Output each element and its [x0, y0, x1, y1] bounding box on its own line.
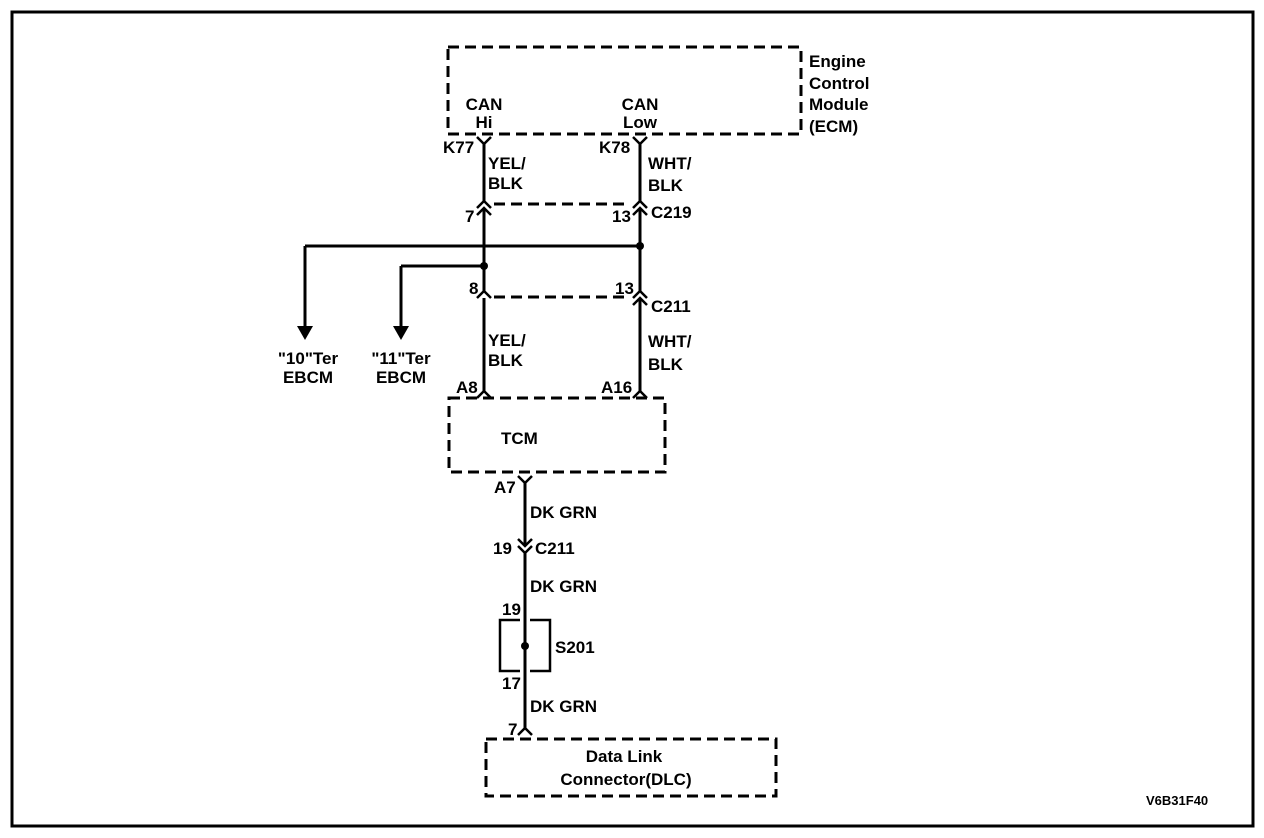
- dlc-terminal: [517, 726, 533, 736]
- wire-label-dk-grn-2: DK GRN: [530, 577, 597, 596]
- tcm-terminal-a16: [632, 389, 648, 399]
- ecm-box: [446, 45, 803, 136]
- c211-bottom-label: C211: [535, 539, 575, 558]
- ecm-module: Engine Control Module (ECM) CAN Hi CAN L…: [443, 45, 869, 157]
- ebcm-11-label-2: EBCM: [376, 368, 426, 387]
- c219-pin-right: 13: [612, 207, 631, 226]
- c219-terminal-right-inner: [632, 206, 648, 216]
- wire-label-wht-blk-top-2: BLK: [648, 176, 684, 195]
- tcm-terminal-a7: [517, 475, 533, 485]
- ebcm-branches: "10"Ter EBCM "11"Ter EBCM: [278, 242, 644, 387]
- splice-s201: 19 17 S201: [498, 600, 595, 693]
- splice-dot-hi: [480, 262, 488, 270]
- c211-bottom-terminal-inner: [517, 545, 533, 555]
- dlc-name-line-2: Connector(DLC): [560, 770, 691, 789]
- wire-label-wht-blk-top-1: WHT/: [648, 154, 692, 173]
- tcm-terminal-a8: [476, 389, 492, 399]
- c219-label: C219: [651, 203, 692, 222]
- ecm-name-line-1: Engine: [809, 52, 866, 71]
- c211-top-terminal-left: [476, 289, 492, 299]
- s201-pin-bottom: 17: [502, 674, 521, 693]
- s201-bracket: [498, 618, 552, 673]
- c219-terminal-left-inner: [476, 206, 492, 216]
- dlc-box: [484, 737, 778, 798]
- tcm-label: TCM: [501, 429, 538, 448]
- c211-bottom-pin: 19: [493, 539, 512, 558]
- c219-terminal-right: [632, 199, 648, 209]
- ecm-terminal-low: [632, 136, 648, 146]
- c211-top-label: C211: [651, 297, 691, 316]
- can-low-wire: WHT/ BLK WHT/ BLK: [638, 144, 692, 391]
- ebcm-11-label-1: "11"Ter: [371, 349, 431, 368]
- splice-dot-low: [636, 242, 644, 250]
- c211-top-terminal-right: [632, 289, 648, 299]
- diagram-border: [10, 10, 1255, 828]
- wire-label-yel-blk-bottom-1: YEL/: [488, 331, 526, 350]
- ebcm-10-label-1: "10"Ter: [278, 349, 339, 368]
- dk-grn-wire: DK GRN DK GRN DK GRN: [523, 483, 597, 728]
- tcm-pin-a8: A8: [456, 378, 478, 397]
- ecm-terminal-hi: [476, 136, 492, 146]
- tcm-pin-a16: A16: [601, 378, 632, 397]
- figure-id: V6B31F40: [1146, 793, 1208, 808]
- wire-label-yel-blk-top-2: BLK: [488, 174, 524, 193]
- s201-label: S201: [555, 638, 595, 657]
- ecm-can-hi-line-2: Hi: [476, 113, 493, 132]
- ebcm-10-label-2: EBCM: [283, 368, 333, 387]
- dlc-connector: 7 Data Link Connector(DLC): [484, 720, 778, 798]
- ecm-pin-k77: K77: [443, 138, 474, 157]
- wire-label-yel-blk-top-1: YEL/: [488, 154, 526, 173]
- dlc-pin: 7: [508, 720, 517, 739]
- connector-c211-bottom: 19 C211: [493, 538, 575, 558]
- ecm-pin-k78: K78: [599, 138, 630, 157]
- c219-terminal-left: [476, 199, 492, 209]
- tcm-pin-a7: A7: [494, 478, 516, 497]
- wire-label-yel-blk-bottom-2: BLK: [488, 351, 524, 370]
- ebcm-10-arrow: [297, 326, 313, 340]
- c219-pin-left: 7: [465, 207, 474, 226]
- ecm-can-low-line-1: CAN: [622, 95, 659, 114]
- ebcm-11-arrow: [393, 326, 409, 340]
- ecm-can-hi-line-1: CAN: [466, 95, 503, 114]
- c211-top-pin-right: 13: [615, 279, 634, 298]
- dlc-name-line-1: Data Link: [586, 747, 663, 766]
- s201-pin-top: 19: [502, 600, 521, 619]
- connector-c219: 7 13 C219: [465, 199, 692, 226]
- ecm-can-low-line-2: Low: [623, 113, 658, 132]
- tcm-box: [447, 396, 667, 474]
- c211-bottom-terminal: [517, 538, 533, 548]
- connector-c211-top: 8 13 C211: [469, 279, 691, 316]
- c211-top-terminal-right-inner: [632, 296, 648, 306]
- wire-label-dk-grn-3: DK GRN: [530, 697, 597, 716]
- can-hi-wire: YEL/ BLK YEL/ BLK: [482, 144, 526, 391]
- c211-top-pin-left: 8: [469, 279, 478, 298]
- wire-label-dk-grn-1: DK GRN: [530, 503, 597, 522]
- ecm-name-line-2: Control: [809, 74, 869, 93]
- ecm-name-line-3: Module: [809, 95, 869, 114]
- s201-dot: [521, 642, 529, 650]
- tcm-module: A8 A16 TCM A7: [447, 378, 667, 497]
- wire-label-wht-blk-bottom-2: BLK: [648, 355, 684, 374]
- ecm-name-line-4: (ECM): [809, 117, 858, 136]
- wire-label-wht-blk-bottom-1: WHT/: [648, 332, 692, 351]
